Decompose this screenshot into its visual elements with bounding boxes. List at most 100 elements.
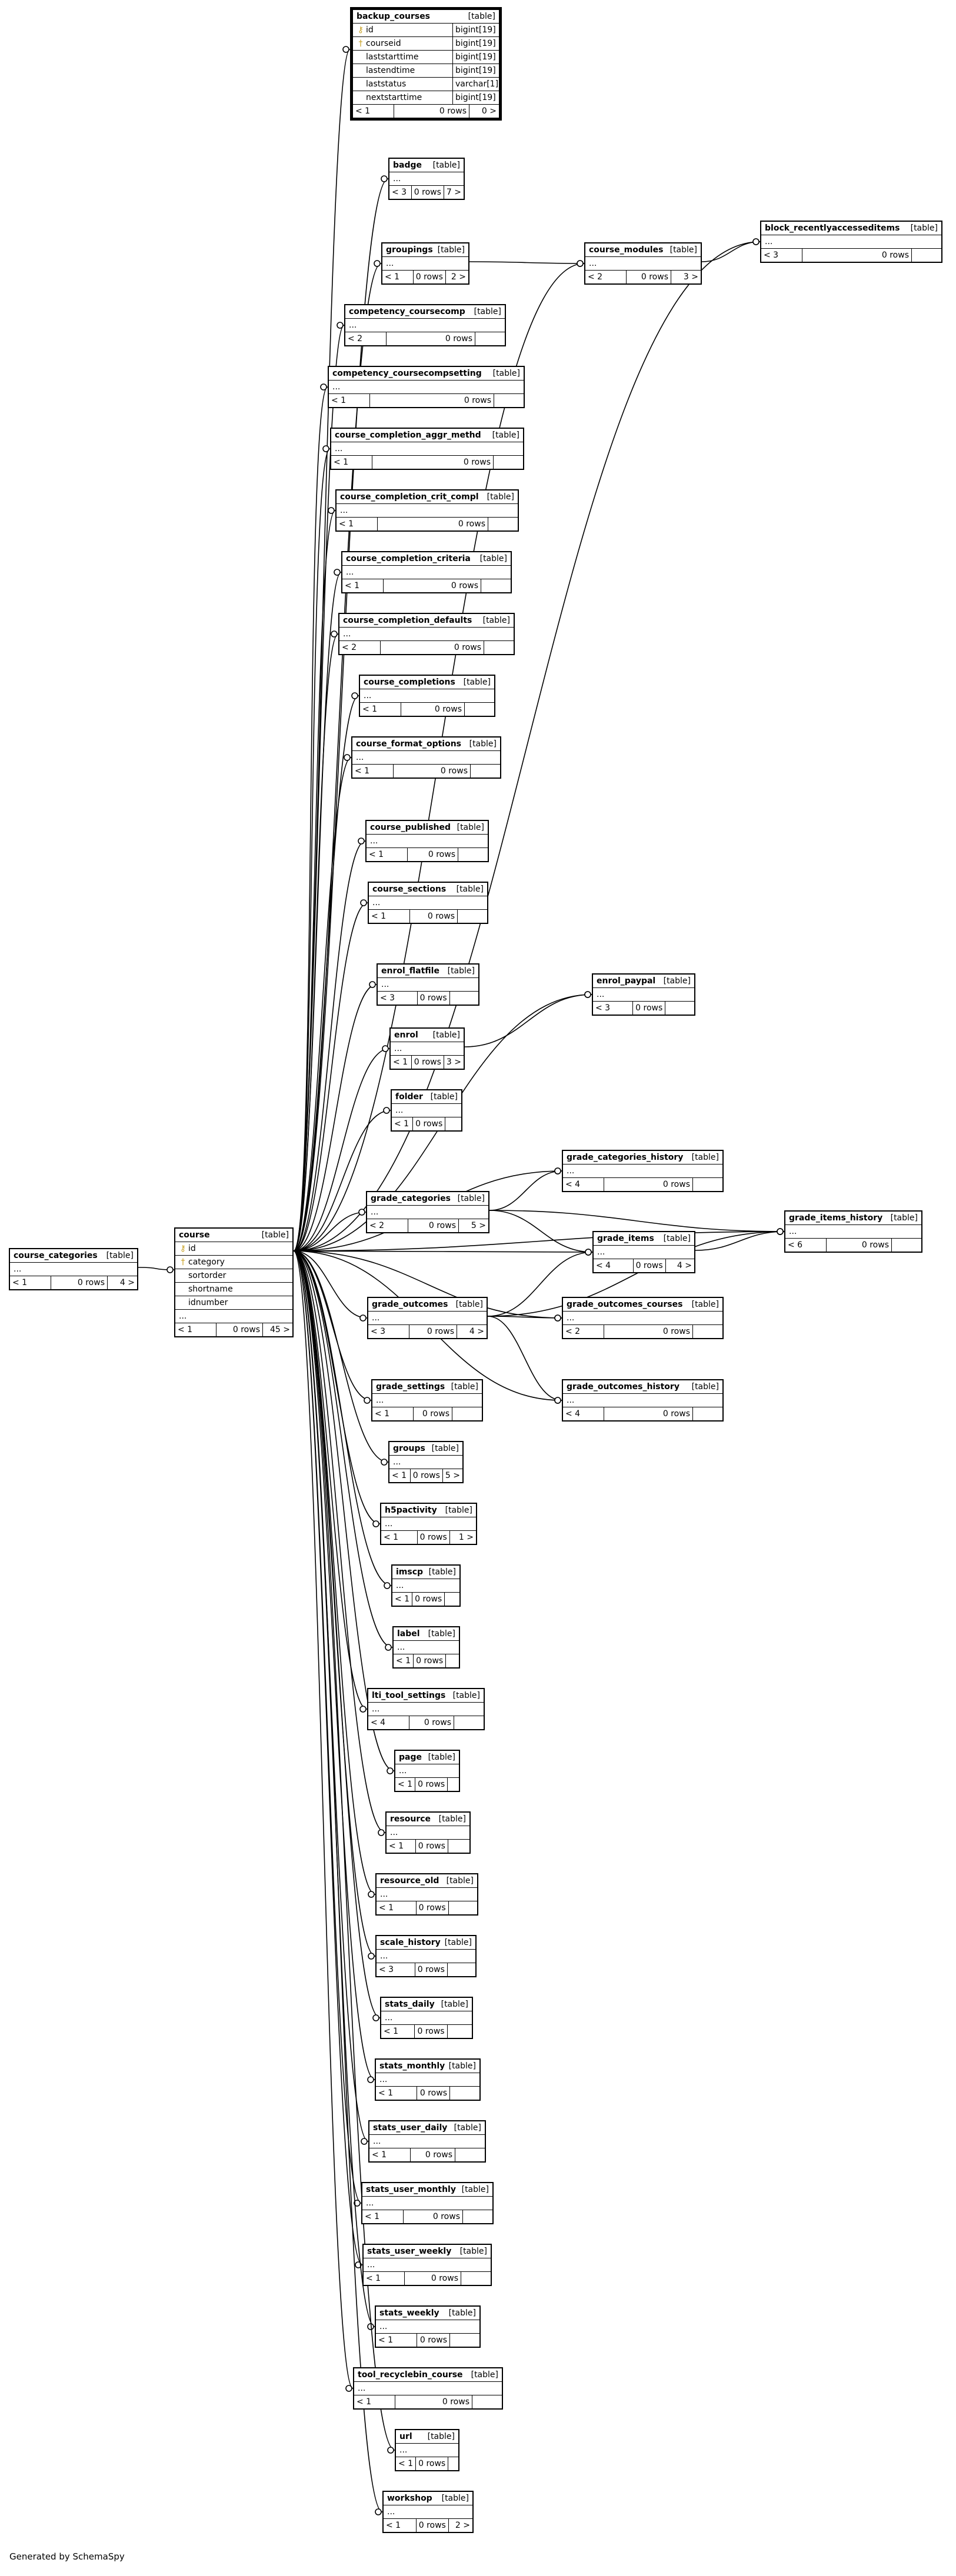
table-header[interactable]: groups[table]: [389, 1442, 462, 1456]
table-name[interactable]: scale_history: [380, 1938, 441, 1947]
children-count[interactable]: [448, 1840, 469, 1853]
children-count[interactable]: [494, 394, 524, 407]
table-header[interactable]: grade_settings[table]: [372, 1380, 482, 1394]
children-count[interactable]: [693, 1325, 722, 1338]
children-count[interactable]: [494, 456, 523, 469]
table-name[interactable]: backup_courses: [357, 12, 431, 21]
parents-count[interactable]: < 1: [10, 1276, 51, 1289]
table-name[interactable]: course_categories: [14, 1251, 98, 1260]
children-count[interactable]: [912, 249, 941, 262]
children-count[interactable]: 4 >: [469, 1327, 484, 1336]
table-header[interactable]: stats_user_weekly[table]: [364, 2245, 491, 2258]
table-header[interactable]: page[table]: [395, 1751, 459, 1764]
table-name[interactable]: course: [179, 1230, 210, 1240]
children-count[interactable]: [445, 1593, 459, 1606]
children-count[interactable]: [452, 1407, 482, 1420]
children-count[interactable]: [450, 2087, 479, 2100]
table-name[interactable]: resource_old: [380, 1876, 439, 1886]
table-name[interactable]: grade_outcomes_history: [567, 1382, 679, 1392]
table-header[interactable]: enrol[table]: [391, 1029, 464, 1042]
table-header[interactable]: label[table]: [394, 1627, 459, 1641]
parents-count[interactable]: < 1: [353, 105, 394, 118]
table-name[interactable]: course_format_options: [356, 739, 462, 749]
table-header[interactable]: tool_recyclebin_course[table]: [354, 2368, 502, 2382]
children-count[interactable]: [463, 2210, 492, 2223]
table-name[interactable]: stats_user_weekly: [367, 2247, 452, 2256]
table-name[interactable]: competency_coursecompsetting: [332, 369, 482, 378]
parents-count[interactable]: < 1: [354, 2395, 395, 2408]
table-name[interactable]: grade_outcomes_courses: [567, 1300, 683, 1309]
parents-count[interactable]: < 1: [395, 1778, 416, 1791]
children-count[interactable]: [475, 332, 505, 345]
table-name[interactable]: course_published: [370, 823, 451, 832]
table-header[interactable]: course_format_options[table]: [352, 738, 500, 751]
children-count[interactable]: [693, 1407, 722, 1420]
parents-count[interactable]: < 1: [360, 703, 401, 716]
table-header[interactable]: course_completions[table]: [360, 676, 494, 689]
children-count[interactable]: [448, 2457, 458, 2470]
table-name[interactable]: stats_monthly: [379, 2061, 445, 2071]
table-header[interactable]: course[table]: [175, 1229, 292, 1242]
parents-count[interactable]: < 1: [372, 1407, 414, 1420]
table-name[interactable]: stats_daily: [385, 2000, 435, 2009]
table-header[interactable]: stats_daily[table]: [381, 1998, 472, 2011]
table-competency-coursecompsetting[interactable]: competency_coursecompsetting[table]...< …: [328, 366, 525, 408]
table-header[interactable]: course_modules[table]: [585, 243, 701, 257]
children-count[interactable]: [488, 518, 518, 530]
table-name[interactable]: page: [399, 1753, 422, 1762]
table-header[interactable]: grade_outcomes_history[table]: [563, 1380, 722, 1394]
parents-count[interactable]: < 3: [377, 1963, 415, 1976]
children-count[interactable]: 4 >: [119, 1278, 135, 1287]
children-count[interactable]: 3 >: [446, 1057, 461, 1067]
table-header[interactable]: course_sections[table]: [369, 883, 487, 896]
parents-count[interactable]: < 2: [585, 271, 627, 283]
table-header[interactable]: stats_weekly[table]: [376, 2307, 479, 2320]
parents-count[interactable]: < 1: [362, 2210, 404, 2223]
table-header[interactable]: course_completion_defaults[table]: [339, 614, 514, 628]
table-name[interactable]: groupings: [386, 245, 433, 255]
children-count[interactable]: [471, 765, 500, 778]
children-count[interactable]: 3 >: [683, 272, 698, 282]
parents-count[interactable]: < 1: [377, 1901, 417, 1914]
table-name[interactable]: course_completion_criteria: [346, 554, 471, 563]
table-header[interactable]: workshop[table]: [384, 2492, 472, 2505]
children-count[interactable]: [458, 848, 488, 861]
parents-count[interactable]: < 2: [339, 641, 381, 654]
table-header[interactable]: grade_items[table]: [594, 1232, 694, 1246]
parents-count[interactable]: < 1: [175, 1323, 216, 1336]
parents-count[interactable]: < 1: [376, 2087, 417, 2100]
parents-count[interactable]: < 1: [394, 1654, 414, 1667]
parents-count[interactable]: < 3: [389, 186, 412, 199]
table-name[interactable]: course_completion_aggr_methd: [335, 431, 481, 440]
children-count[interactable]: [481, 579, 511, 592]
table-name[interactable]: h5pactivity: [385, 1506, 437, 1515]
children-count[interactable]: [448, 2025, 472, 2038]
table-block-recentlyaccesseditems[interactable]: block_recentlyaccesseditems[table]...< 3…: [760, 221, 942, 263]
children-count[interactable]: [484, 641, 514, 654]
